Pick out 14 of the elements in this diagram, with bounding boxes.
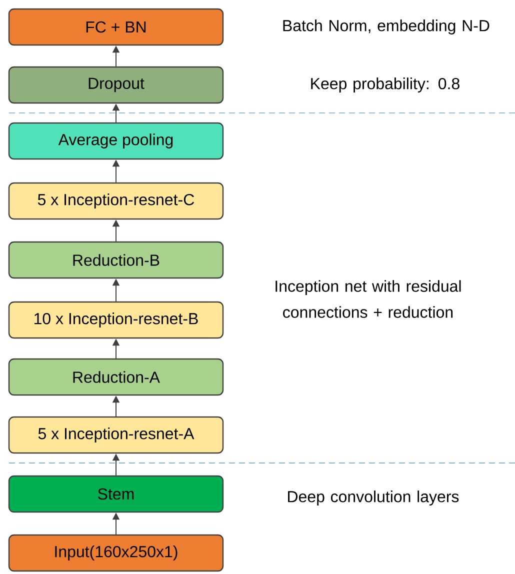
layer-box: Average pooling	[8, 122, 224, 160]
layer-box: Reduction-B	[8, 241, 224, 279]
layer-box: Reduction-A	[8, 358, 224, 396]
layer-box: Dropout	[8, 66, 224, 104]
layer-box: 5 x Inception-resnet-A	[8, 416, 224, 454]
layer-box: 5 x Inception-resnet-C	[8, 182, 224, 220]
layer-box: FC + BN	[8, 8, 224, 46]
side-note: Deep convolution layers	[288, 490, 459, 506]
layer-box: 10 x Inception-resnet-B	[8, 301, 224, 339]
layer-box: Stem	[8, 475, 224, 513]
side-note: Keep probability: 0.8	[311, 78, 460, 92]
layer-box: Input(160x250x1)	[8, 534, 224, 572]
side-note: Inception net with residual connections + reduction	[276, 280, 461, 318]
side-note: Batch Norm, embedding N-D	[283, 20, 490, 34]
